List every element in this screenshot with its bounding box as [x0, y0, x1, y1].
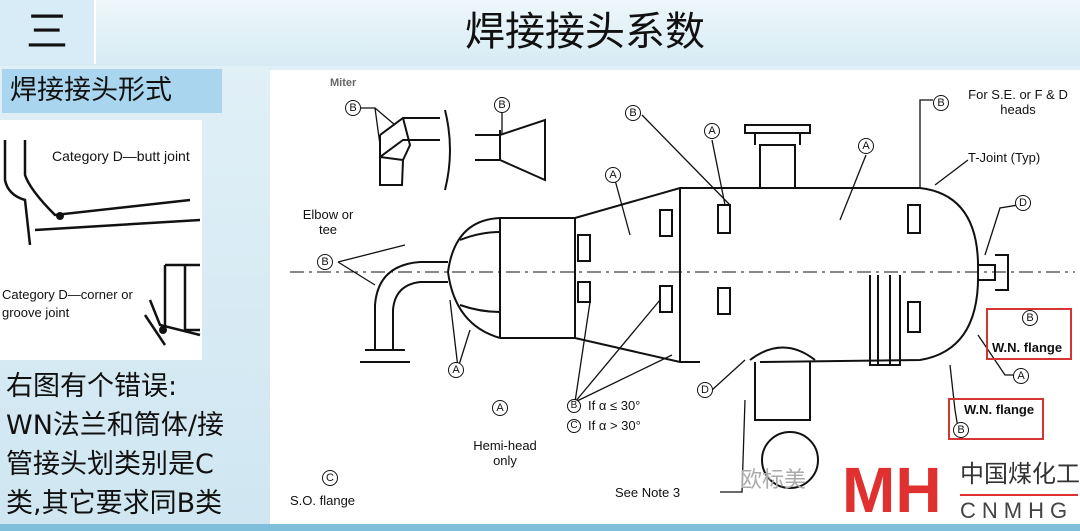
label-se-fd-heads: For S.E. or F & D heads [968, 87, 1068, 117]
vessel-diagram: Miter Elbow or tee For S.E. or F & D hea… [270, 70, 1080, 525]
section-label: 焊接接头形式 [2, 69, 222, 113]
category-marker: A [1013, 368, 1029, 384]
sketch-label-butt: Category D—butt joint [52, 148, 190, 164]
category-marker: D [697, 382, 713, 398]
note-line: 管接头划类别是C [6, 449, 214, 480]
header: 三 焊接接头系数 [0, 0, 1080, 66]
category-marker: B [953, 422, 969, 438]
vessel-drawing [290, 99, 1075, 493]
category-marker: B [567, 399, 581, 413]
category-marker: A [448, 362, 464, 378]
category-marker: A [704, 123, 720, 139]
label-hemi-head: Hemi-head only [473, 438, 537, 468]
category-marker: A [858, 138, 874, 154]
logo-divider [960, 494, 1078, 496]
category-marker: B [625, 105, 641, 121]
category-marker: B [1022, 310, 1038, 326]
joint-sketch-drawing [3, 140, 201, 346]
page-title: 焊接接头系数 [465, 9, 705, 55]
category-marker: C [322, 470, 338, 486]
label-t-joint: T-Joint (Typ) [968, 150, 1041, 165]
category-marker: B [345, 100, 361, 116]
label-wn-flange: W.N. flange [992, 340, 1063, 355]
label-elbow-tee: Elbow or tee [302, 207, 354, 237]
company-name-en: CNMHG [960, 498, 1074, 523]
category-marker: D [1015, 195, 1031, 211]
highlight-wn-flange-2: W.N. flange [948, 398, 1044, 440]
sketch-label-corner: Category D—corner or groove joint [2, 287, 133, 320]
category-marker: B [933, 95, 949, 111]
label-miter: Miter [330, 77, 357, 89]
category-marker: B [317, 254, 333, 270]
label-wn-flange: W.N. flange [964, 402, 1035, 417]
joint-sketch: Category D—butt joint Category D—corner … [0, 120, 202, 360]
note-line: 右图有个错误: [6, 371, 178, 402]
company-name-cn: 中国煤化工 [960, 460, 1080, 488]
category-marker: A [605, 167, 621, 183]
label-see-note: See Note 3 [615, 485, 681, 500]
company-logo: MH [842, 454, 942, 525]
category-marker: C [567, 419, 581, 433]
label-alpha-le: If α ≤ 30° [588, 398, 641, 413]
bottom-bar [0, 524, 1080, 531]
label-alpha-gt: If α > 30° [588, 418, 641, 433]
note-line: WN法兰和筒体/接 [6, 410, 224, 441]
category-marker: A [492, 400, 508, 416]
wechat-watermark: 欧标美 [740, 468, 807, 493]
section-number: 三 [0, 0, 96, 64]
highlight-wn-flange-1: W.N. flange [986, 308, 1072, 360]
error-note: 右图有个错误: WN法兰和筒体/接 管接头划类别是C 类,其它要求同B类 [6, 367, 268, 523]
category-marker: B [494, 97, 510, 113]
note-line: 类,其它要求同B类 [6, 488, 223, 519]
label-so-flange: S.O. flange [290, 493, 356, 508]
